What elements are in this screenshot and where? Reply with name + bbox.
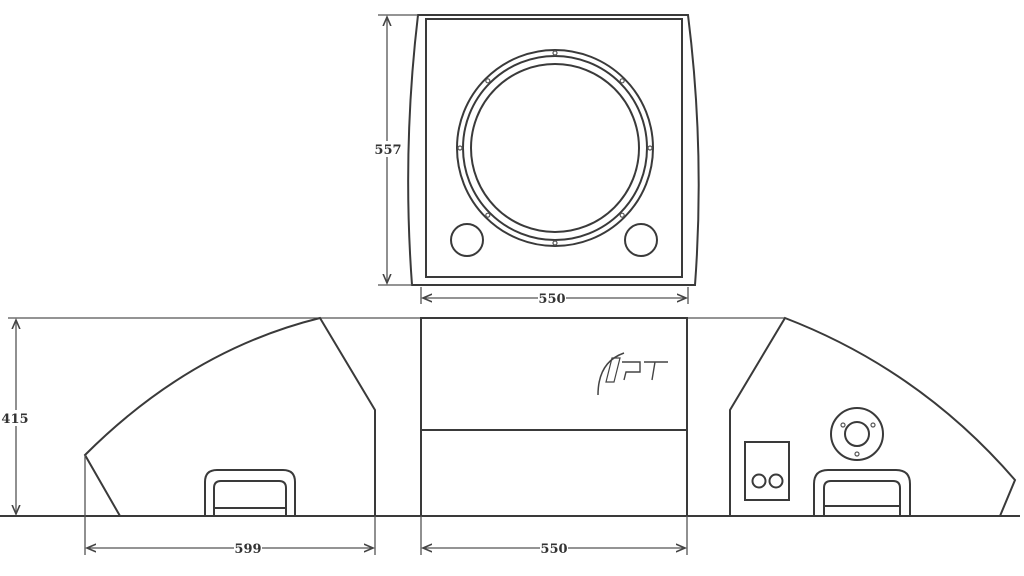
port-left: [450, 223, 484, 257]
dimension-front-width: 550: [420, 287, 689, 307]
screw-dot: [552, 240, 558, 246]
woofer-cone: [470, 63, 640, 233]
handle-right: [813, 469, 911, 516]
tweeter-dome: [844, 421, 870, 447]
front-view: [407, 14, 700, 286]
speakon-connector: [768, 473, 784, 489]
screw-dot: [552, 50, 558, 56]
dimension-front-height: 557: [373, 14, 418, 286]
back-view: [420, 317, 688, 517]
screw-dot: [457, 145, 463, 151]
speakon-connector: [751, 473, 767, 489]
dimension-side-depth: 599: [84, 455, 376, 557]
woofer-screws: [457, 50, 653, 246]
woofer-ring-mid: [462, 55, 648, 241]
screw-dot: [485, 212, 491, 218]
front-cabinet-outline: [407, 14, 700, 286]
apt-logo: [597, 352, 668, 396]
dimension-label: 415: [1, 412, 28, 427]
side-view-left: [83, 316, 376, 517]
dimension-label: 550: [538, 292, 565, 307]
dimension-back-width: 550: [420, 516, 688, 557]
connector-panel: [744, 441, 790, 501]
dimension-label: 557: [374, 143, 401, 158]
side-view-right: [729, 316, 1017, 517]
tweeter-flange: [830, 407, 884, 461]
port-right: [624, 223, 658, 257]
handle-left: [204, 469, 296, 516]
screw-dot: [619, 212, 625, 218]
woofer-ring-outer: [456, 49, 654, 247]
dimension-side-height: 415: [1, 320, 30, 514]
front-baffle: [425, 18, 683, 278]
dimension-label: 599: [234, 542, 261, 557]
screw-dot: [485, 78, 491, 84]
screw-dot: [647, 145, 653, 151]
screw-dot: [619, 78, 625, 84]
dimension-label: 550: [540, 542, 567, 557]
